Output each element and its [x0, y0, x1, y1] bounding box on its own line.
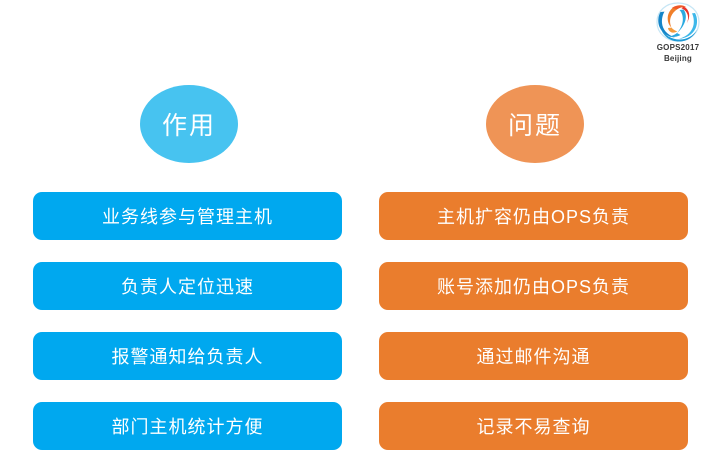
gops-logo: GOPS2017 Beijing	[645, 2, 711, 68]
heading-circle-problems: 问题	[486, 85, 584, 163]
list-item: 记录不易查询	[379, 402, 688, 450]
problems-column: 主机扩容仍由OPS负责 账号添加仍由OPS负责 通过邮件沟通 记录不易查询	[379, 192, 688, 472]
gops-swoosh-logo-icon	[655, 2, 701, 42]
list-item: 账号添加仍由OPS负责	[379, 262, 688, 310]
list-item: 业务线参与管理主机	[33, 192, 342, 240]
list-item: 负责人定位迅速	[33, 262, 342, 310]
logo-text-line2: Beijing	[663, 54, 693, 63]
heading-circle-benefits: 作用	[140, 85, 238, 163]
list-item: 主机扩容仍由OPS负责	[379, 192, 688, 240]
logo-text-line1: GOPS2017	[656, 43, 700, 52]
list-item: 部门主机统计方便	[33, 402, 342, 450]
list-item: 报警通知给负责人	[33, 332, 342, 380]
benefits-column: 业务线参与管理主机 负责人定位迅速 报警通知给负责人 部门主机统计方便	[33, 192, 342, 472]
list-item: 通过邮件沟通	[379, 332, 688, 380]
